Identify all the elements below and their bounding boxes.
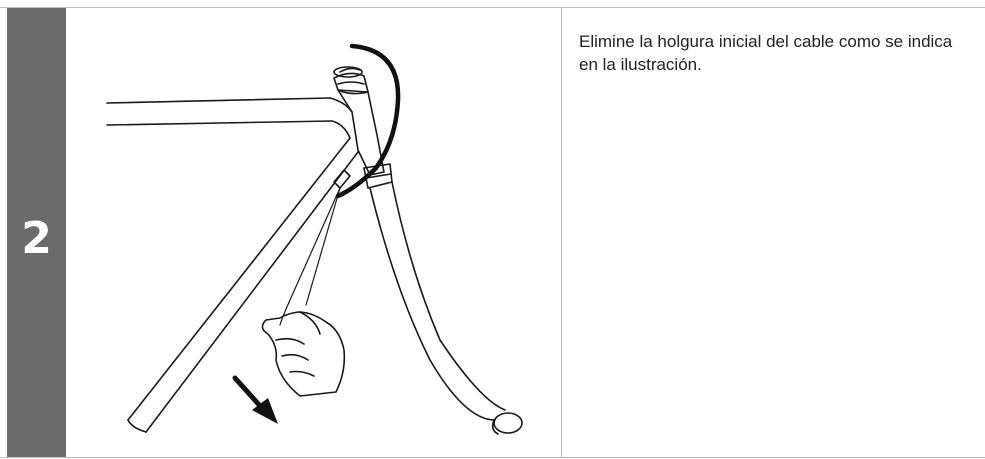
head-tube <box>337 89 385 176</box>
pull-arrow-icon <box>232 375 278 424</box>
down-tube <box>127 137 351 421</box>
bottom-rule <box>0 457 985 458</box>
step-number: 2 <box>21 213 52 264</box>
top-tube-lower <box>106 120 333 126</box>
instruction-text: Elimine la holgura inicial del cable com… <box>579 32 953 74</box>
step-bar: 2 <box>7 8 66 457</box>
brake-cable <box>335 43 401 199</box>
illustration <box>106 43 523 435</box>
fork-left-edge <box>369 187 496 421</box>
top-rule <box>0 7 985 8</box>
pulled-cable <box>279 187 341 326</box>
down-tube-lower <box>145 151 359 433</box>
hand <box>261 311 346 397</box>
headset-top <box>333 72 369 95</box>
fork-right-edge <box>391 181 506 411</box>
top-tube <box>106 97 331 104</box>
column-divider <box>561 8 562 457</box>
